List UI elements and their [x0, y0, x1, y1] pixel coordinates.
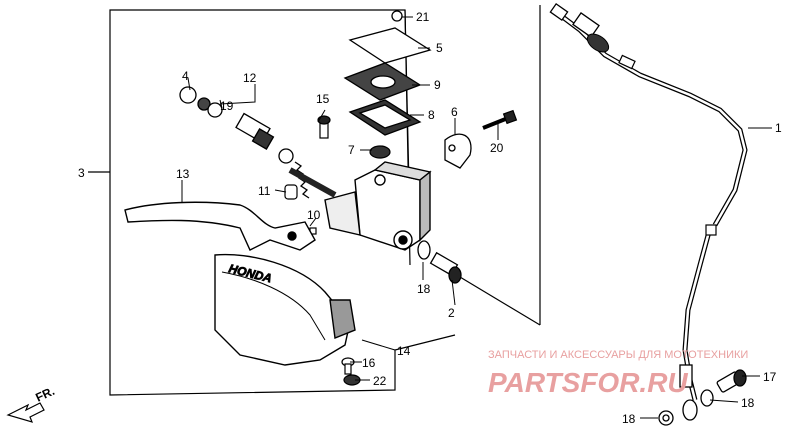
- callout-1: 1: [775, 121, 782, 135]
- holder-bracket: [444, 133, 472, 169]
- guard-screws: [341, 357, 361, 386]
- callout-6: 6: [451, 105, 458, 119]
- piston-assembly: [179, 86, 337, 199]
- callout-12: 12: [243, 71, 257, 85]
- callout-3: 3: [78, 166, 85, 180]
- callout-17: 17: [763, 370, 777, 384]
- callout-9: 9: [434, 78, 441, 92]
- callout-22: 22: [373, 374, 387, 388]
- master-cylinder-body: [324, 161, 432, 251]
- banjo-fitting: [658, 369, 747, 426]
- clutch-cable: [549, 2, 748, 401]
- reservoir-cap-stack: [343, 10, 432, 136]
- cable-fitting: [417, 240, 462, 284]
- callout-10: 10: [307, 208, 321, 222]
- callout-labels: 1 2 3 4 5 6 7 8 9 10 11 12 13 14 15 16 1…: [78, 10, 782, 426]
- hand-guard: [214, 253, 356, 366]
- callout-18-right: 18: [741, 396, 755, 410]
- bolt-20: [482, 109, 518, 130]
- callout-18-washer: 18: [417, 282, 431, 296]
- callout-15: 15: [316, 92, 330, 106]
- watermark-tagline: ЗАПЧАСТИ И АКСЕССУАРЫ ДЛЯ МОТОТЕХНИКИ: [488, 349, 748, 361]
- front-arrow-label: FR.: [33, 384, 56, 405]
- callout-4: 4: [182, 69, 189, 83]
- callout-21: 21: [416, 10, 430, 24]
- watermark: ЗАПЧАСТИ И АКСЕССУАРЫ ДЛЯ МОТОТЕХНИКИ PA…: [488, 349, 748, 398]
- callout-7: 7: [348, 143, 355, 157]
- callout-18-bottom: 18: [622, 412, 636, 426]
- callout-20: 20: [490, 141, 504, 155]
- clutch-lever: [124, 201, 316, 251]
- leader-lines: [181, 16, 772, 419]
- small-hardware: [284, 115, 391, 235]
- callout-2: 2: [448, 306, 455, 320]
- watermark-logo: PARTSFOR.RU: [488, 367, 688, 398]
- callout-19: 19: [220, 99, 234, 113]
- callout-13: 13: [176, 167, 190, 181]
- callout-8: 8: [428, 108, 435, 122]
- front-arrow: FR.: [6, 384, 57, 423]
- callout-5: 5: [436, 41, 443, 55]
- callout-11: 11: [258, 184, 271, 198]
- callout-14: 14: [397, 344, 411, 358]
- callout-16: 16: [362, 356, 376, 370]
